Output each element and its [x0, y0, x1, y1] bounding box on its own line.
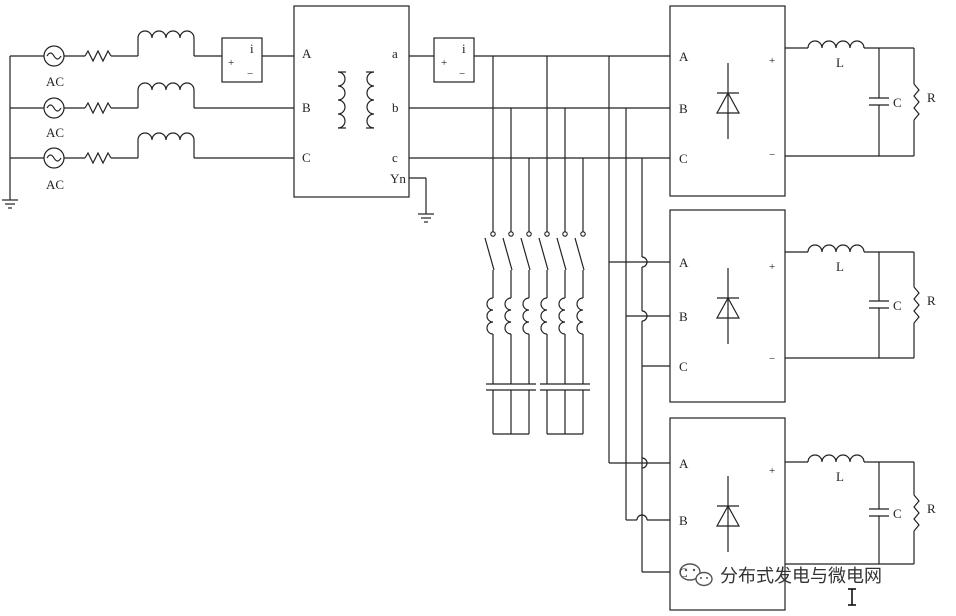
rectifier-input-label: A — [679, 456, 689, 471]
rectifier-input-label: C — [679, 151, 688, 166]
inductor-label: L — [836, 55, 844, 70]
meter2-minus: − — [459, 68, 465, 80]
capacitor-label: C — [893, 95, 902, 110]
rectifier-plus-label: + — [769, 261, 775, 273]
transformer-neutral-label: Yn — [390, 171, 406, 186]
filter-branch — [538, 231, 550, 434]
rectifier-minus-label: − — [769, 149, 775, 161]
ac-source-a — [43, 30, 222, 67]
rectifier-input-label: A — [679, 255, 689, 270]
meter2-symbol: i — [462, 41, 466, 56]
ground-icon — [2, 199, 18, 209]
transformer-secondary-a: a — [392, 46, 398, 61]
filter-branch — [502, 231, 514, 434]
meter1-symbol: i — [250, 41, 254, 56]
current-meter-1: + i − — [221, 37, 294, 83]
rectifier-input-label: B — [679, 513, 688, 528]
filter-bank — [484, 56, 590, 435]
rectifier-unit-3: A B C + L C R — [669, 417, 936, 611]
capacitor-label: C — [893, 298, 902, 313]
ac-source-c — [43, 132, 294, 169]
resistor-label: R — [927, 501, 936, 516]
capacitor-label: C — [893, 506, 902, 521]
rectifier-unit-2: A B C + − L C R — [669, 209, 936, 403]
watermark: 分布式发电与微电网 — [679, 563, 882, 587]
rectifier-plus-label: + — [769, 55, 775, 67]
ac-bus — [409, 55, 670, 159]
ground-icon — [418, 213, 434, 223]
rectifier-input-label: C — [679, 359, 688, 374]
resistor-label: R — [927, 293, 936, 308]
text-cursor-icon — [848, 588, 856, 606]
rectifier-stack: A B C + − L C R A B C + − L C R A B C + L C R — [669, 5, 936, 611]
inductor-label: L — [836, 259, 844, 274]
resistor-label: R — [927, 90, 936, 105]
filter-branch — [574, 231, 586, 434]
ac-source-b — [43, 82, 294, 119]
filter-branch — [556, 231, 568, 434]
source-label-b: AC — [46, 125, 64, 140]
meter2-plus: + — [441, 57, 447, 69]
wechat-icon — [679, 563, 713, 587]
rectifier-plus-label: + — [769, 465, 775, 477]
rectifier-minus-label: − — [769, 353, 775, 365]
rectifier-input-label: C — [679, 565, 688, 580]
inductor-label: L — [836, 469, 844, 484]
source-label-a: AC — [46, 74, 64, 89]
rectifier-unit-1: A B C + − L C R — [669, 5, 936, 197]
rectifier-input-label: A — [679, 49, 689, 64]
transformer: A B C a b c Yn — [293, 5, 434, 223]
filter-columns — [484, 231, 586, 434]
transformer-primary-c: C — [302, 150, 311, 165]
filter-branch — [520, 231, 532, 434]
transformer-primary-a: A — [302, 46, 312, 61]
ac-source-group: AC AC AC — [2, 30, 294, 209]
transformer-secondary-b: b — [392, 100, 399, 115]
transformer-primary-b: B — [302, 100, 311, 115]
meter1-minus: − — [247, 68, 253, 80]
filter-branch — [484, 231, 496, 434]
transformer-secondary-c: c — [392, 150, 398, 165]
watermark-text: 分布式发电与微电网 — [720, 566, 882, 587]
rectifier-input-label: B — [679, 309, 688, 324]
current-meter-2: + i − — [409, 37, 475, 83]
meter1-plus: + — [228, 57, 234, 69]
rectifier-feeders — [608, 56, 670, 573]
source-label-c: AC — [46, 177, 64, 192]
rectifier-input-label: B — [679, 101, 688, 116]
